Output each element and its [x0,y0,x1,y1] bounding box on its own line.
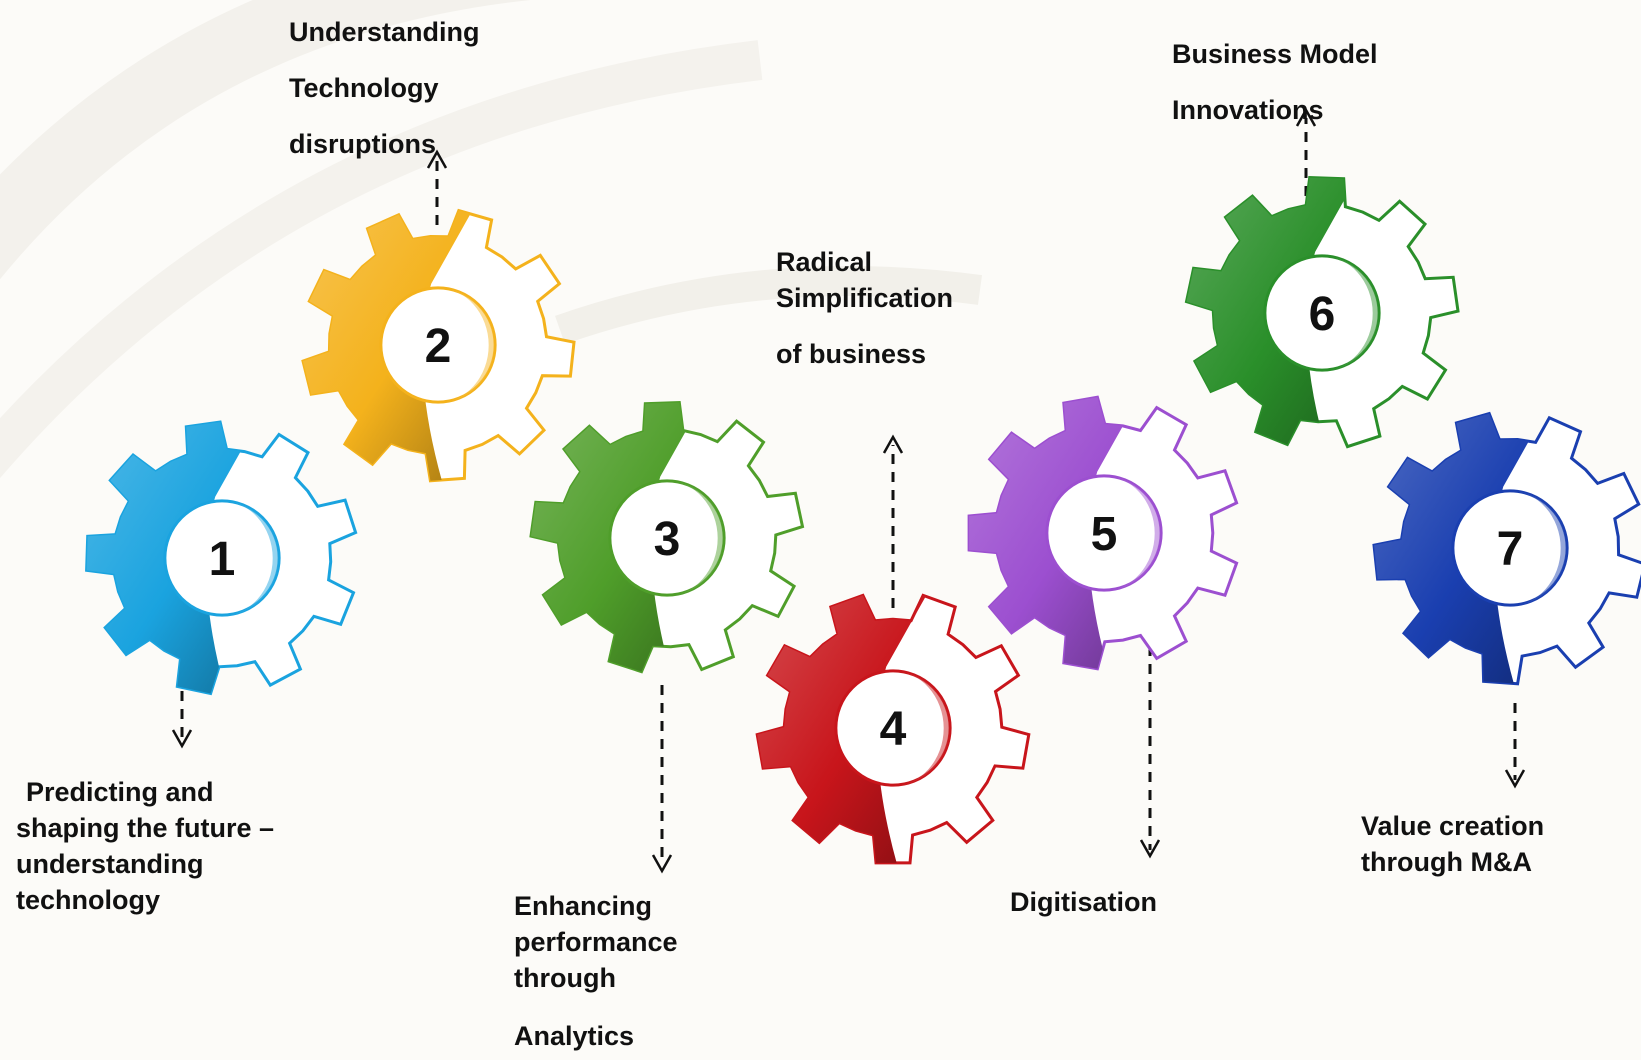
gear-1-hub [163,499,281,617]
gear-2-hub [379,286,497,404]
gear-4-hub [834,669,952,787]
connector-2 [426,149,448,225]
gear-3-label-line: Analytics [514,1021,635,1051]
gear-4-label-line: of business [776,339,927,369]
gear-3-number: 3 [654,513,681,566]
gear-6-hub [1263,254,1381,372]
gear-4: 4 [755,593,1031,865]
gear-1-label-line: shaping the future – [16,813,275,843]
gear-1-label-line: Predicting and [26,777,214,807]
gear-5-label-line: Digitisation [1010,887,1157,917]
gear-6: 6 [1184,176,1460,449]
gear-5-label: Digitisation [1010,884,1157,920]
gear-3-label-line: through [514,963,616,993]
gear-6-label-line: Business Model [1172,39,1378,69]
gear-5: 5 [967,395,1239,671]
gear-4-label-line: Radical [776,247,873,277]
gear-1-label-line: understanding [16,849,204,879]
background-arcs [0,0,983,479]
gear-7-hub [1451,489,1569,607]
gear-2-number: 2 [425,320,452,373]
connector-6 [1295,107,1317,196]
connector-7 [1504,703,1526,789]
gear-5-hub [1045,474,1163,592]
gear-6-label: Business Model Innovations [1172,26,1378,138]
gear-7-number: 7 [1497,523,1524,576]
gear-1: 1 [85,420,358,696]
gear-3-label-line: Enhancing [514,891,653,921]
gear-3: 3 [529,401,805,674]
gear-2-label-line: Technology [289,73,439,103]
gear-6-number: 6 [1309,288,1336,341]
gear-7: 7 [1372,411,1641,686]
gear-7-label-line: through M&A [1361,847,1532,877]
gear-3-label: Enhancing performance through Analytics [514,888,678,1054]
gear-2-label-line: Understanding [289,17,480,47]
gear-7-label-line: Value creation [1361,811,1545,841]
gear-3-label-line: performance [514,927,678,957]
gears-layer: 1 2 3 4 5 6 7 [85,176,1641,865]
gear-1-label: Predicting and shaping the future – unde… [16,774,274,918]
gear-1-label-line: technology [16,885,161,915]
gear-4-label-line: Simplification [776,283,954,313]
gear-1-number: 1 [209,533,236,586]
gear-5-number: 5 [1091,508,1118,561]
connector-5 [1139,628,1161,859]
gear-2-label: Understanding Technology disruptions [289,4,480,172]
connector-4 [882,434,904,608]
gear-6-label-line: Innovations [1172,95,1324,125]
connector-3 [651,685,673,874]
gear-7-label: Value creation through M&A [1361,808,1544,880]
gear-4-number: 4 [880,703,907,756]
gear-2: 2 [301,208,576,483]
gear-3-hub [608,479,726,597]
gear-2-label-line: disruptions [289,129,436,159]
connector-1 [171,655,193,749]
gear-4-label: Radical Simplification of business [776,244,953,372]
